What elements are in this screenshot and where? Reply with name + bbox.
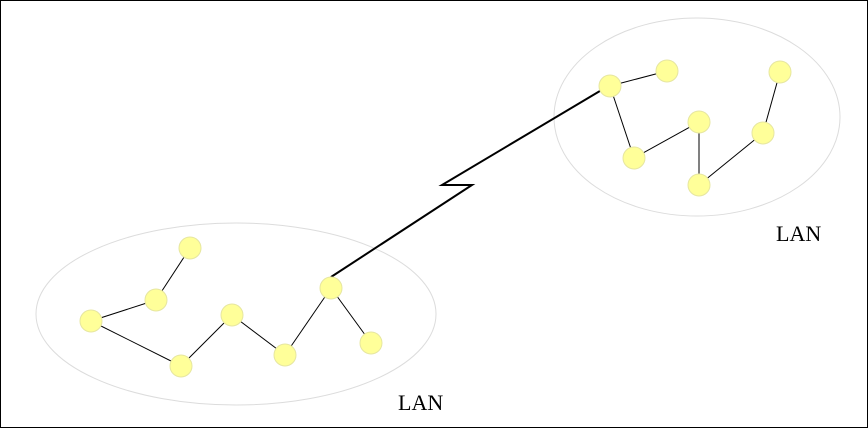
- network-node: [751, 121, 775, 145]
- lan-left-nodes: [79, 236, 383, 378]
- link: [284, 287, 332, 356]
- wan-link: [330, 84, 611, 278]
- gateway-node: [319, 276, 343, 300]
- network-node: [768, 60, 792, 84]
- network-node: [79, 309, 103, 333]
- lan-left-boundary: [35, 222, 437, 406]
- network-node: [273, 343, 297, 367]
- network-node: [622, 146, 646, 170]
- link: [698, 132, 764, 186]
- link: [609, 85, 635, 159]
- network-node: [144, 288, 168, 312]
- network-node: [359, 331, 383, 355]
- link: [633, 121, 700, 159]
- lan-left-label: LAN: [398, 390, 443, 415]
- lan-right-boundary: [553, 17, 841, 217]
- link: [90, 320, 182, 367]
- network-node: [655, 59, 679, 83]
- gateway-node: [598, 74, 622, 98]
- lan-right-nodes: [598, 59, 792, 197]
- network-node: [220, 303, 244, 327]
- link: [180, 314, 233, 367]
- lan-right-label: LAN: [776, 221, 821, 246]
- network-node: [169, 354, 193, 378]
- network-node: [178, 236, 202, 260]
- network-node: [687, 110, 711, 134]
- network-node: [687, 173, 711, 197]
